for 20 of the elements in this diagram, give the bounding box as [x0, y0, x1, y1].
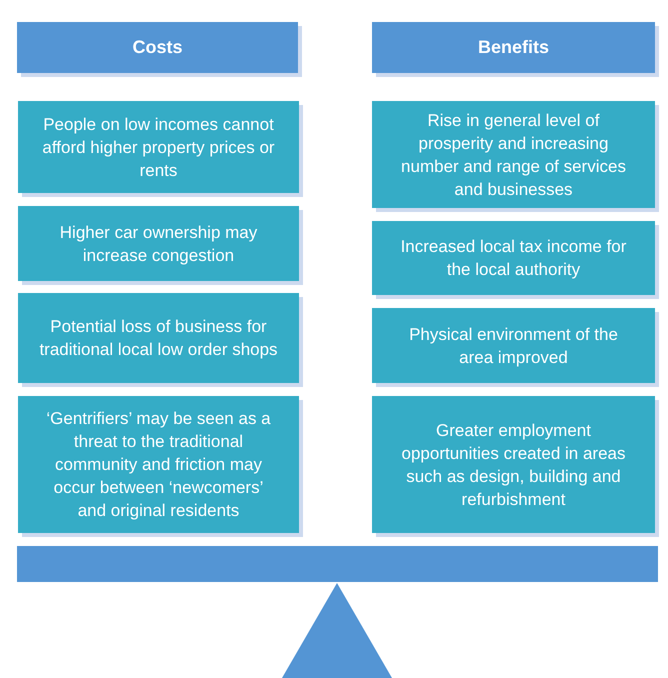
column-heading: Costs	[132, 36, 182, 59]
column-header	[17, 22, 298, 73]
column-header	[372, 22, 655, 73]
point-box	[372, 101, 655, 208]
point-box	[372, 308, 655, 383]
point-text: Potential loss of business for traditional local low order shops	[38, 316, 279, 361]
point-text: ‘Gentrifiers’ may be seen as a threat to the traditional community and friction may occur between ‘newcomers’ and original residents	[45, 408, 272, 522]
point-text: Rise in general level of prosperity and increasing number and range of services and businesses	[400, 110, 627, 200]
column-heading: Benefits	[478, 36, 549, 59]
point-box	[372, 221, 655, 295]
point-box	[18, 293, 299, 383]
point-text: Higher car ownership may increase congestion	[58, 222, 258, 266]
point-box	[18, 396, 299, 533]
point-box	[18, 101, 299, 193]
point-text: People on low incomes cannot afford higher property prices or rents	[41, 114, 276, 182]
point-text: Increased local tax income for the local authority	[400, 236, 628, 281]
point-text: Physical environment of the area improved	[408, 324, 619, 368]
point-box	[372, 396, 655, 533]
point-text: Greater employment opportunities created in areas such as design, building and refurbishment	[400, 420, 626, 510]
point-box	[18, 206, 299, 281]
